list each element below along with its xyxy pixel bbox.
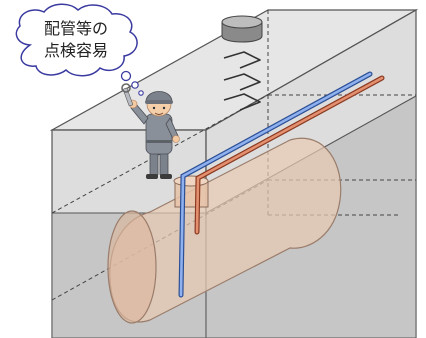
pipes (178, 71, 385, 298)
worker-figure (121, 83, 180, 179)
callout-line-1: 配管等の (44, 19, 108, 38)
callout-line-2: 点検容易 (44, 41, 108, 60)
bubble-dot-3 (138, 90, 144, 96)
cloud-shape (15, 3, 138, 77)
manhole-cover (221, 15, 263, 29)
tank-end-cap (107, 210, 157, 324)
bubble-dot-1 (120, 70, 132, 82)
bubble-dot-2 (131, 81, 139, 89)
ladder-rungs (223, 51, 261, 111)
callout-bubble: 配管等の 点検容易 (15, 3, 144, 96)
wrench-icon (121, 83, 133, 107)
manhole (221, 15, 263, 111)
